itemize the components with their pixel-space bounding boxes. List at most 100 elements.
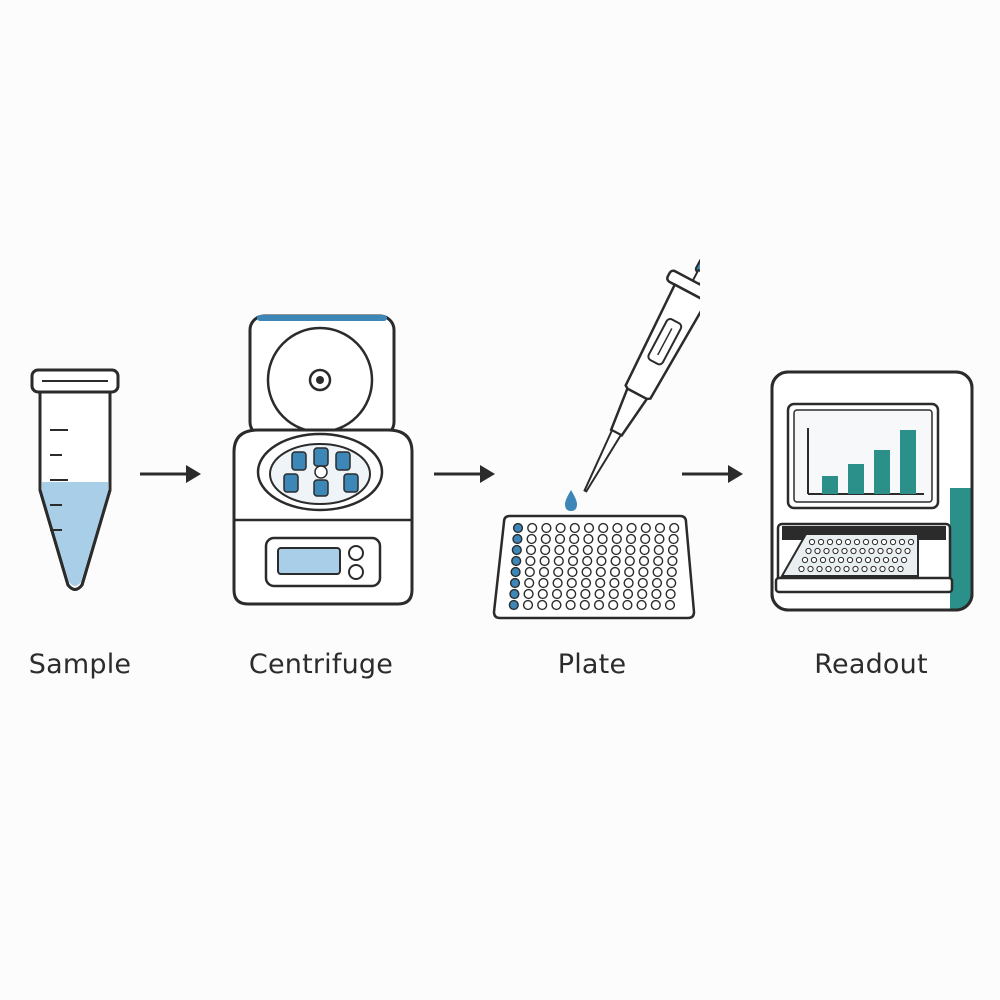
centrifuge-icon: [232, 314, 414, 606]
reader-well: [886, 547, 893, 555]
well: [611, 533, 622, 545]
reader-well: [870, 565, 877, 573]
reader-well: [841, 547, 848, 555]
reader-well: [898, 538, 906, 546]
reader-well: [873, 556, 881, 564]
reader-well: [852, 565, 859, 573]
well: [580, 577, 592, 589]
step-label-readout: Readout: [814, 649, 928, 680]
well: [537, 599, 548, 611]
sample-tube-icon: [30, 368, 120, 591]
chart-bar-2: [848, 464, 864, 494]
reader-well: [882, 556, 890, 564]
well: [595, 566, 606, 578]
reader-well: [891, 556, 899, 564]
well: [666, 566, 677, 578]
arrow-right-icon: [434, 465, 495, 483]
well: [508, 599, 519, 611]
well: [653, 555, 664, 567]
well: [511, 544, 522, 556]
chart-bar-4: [900, 430, 916, 494]
well: [567, 566, 578, 578]
pipette-and-well-plate-icon: [492, 258, 700, 620]
well: [525, 544, 537, 556]
well: [511, 555, 522, 567]
reader-well: [859, 547, 866, 555]
reader-well: [816, 565, 823, 573]
step-label-plate: Plate: [557, 649, 627, 680]
well: [553, 555, 564, 567]
well: [597, 533, 608, 545]
well: [526, 533, 537, 545]
well: [568, 544, 579, 556]
well: [553, 566, 564, 578]
well: [555, 522, 566, 534]
well: [539, 555, 550, 567]
reader-well: [868, 547, 875, 555]
well: [650, 599, 661, 611]
reader-well: [810, 556, 818, 564]
reader-well: [853, 538, 861, 546]
well: [611, 544, 622, 556]
well: [541, 522, 552, 534]
well: [652, 566, 663, 578]
well: [551, 588, 563, 600]
reader-well: [835, 538, 843, 546]
well: [583, 522, 595, 534]
well: [579, 599, 590, 611]
well: [593, 599, 605, 611]
well: [653, 544, 664, 556]
well: [609, 566, 621, 578]
reader-well: [801, 556, 809, 564]
well: [667, 544, 679, 556]
well: [626, 522, 637, 534]
reader-well: [843, 565, 850, 573]
well: [580, 588, 591, 600]
well: [637, 588, 648, 600]
well: [669, 522, 680, 534]
well: [624, 555, 635, 567]
well: [624, 566, 635, 578]
reader-well: [798, 565, 805, 573]
well: [569, 522, 580, 534]
reader-well: [855, 556, 863, 564]
well: [509, 577, 521, 589]
well: [637, 577, 648, 589]
reader-well: [904, 547, 911, 555]
well: [640, 533, 651, 545]
well: [567, 555, 579, 567]
reader-well: [864, 556, 872, 564]
reader-well: [826, 538, 834, 546]
well: [667, 555, 678, 567]
well: [510, 566, 521, 578]
reader-well: [817, 538, 825, 546]
well: [551, 599, 562, 611]
well: [524, 566, 535, 578]
well: [639, 544, 650, 556]
well: [594, 588, 605, 600]
well-plate: [492, 514, 696, 620]
well: [595, 577, 606, 589]
well: [566, 577, 577, 589]
well: [538, 566, 550, 578]
well: [565, 599, 576, 611]
well: [512, 522, 524, 534]
reader-well: [900, 556, 908, 564]
well: [640, 522, 651, 534]
well: [651, 588, 662, 600]
well: [651, 577, 663, 589]
well: [525, 555, 536, 567]
well: [582, 544, 593, 556]
reader-well: [907, 538, 915, 546]
well: [538, 577, 549, 589]
well: [554, 533, 566, 545]
well: [636, 599, 647, 611]
step-label-sample: Sample: [28, 649, 132, 680]
reader-well: [846, 556, 854, 564]
reader-well: [834, 565, 841, 573]
reader-well: [832, 547, 839, 555]
reader-well: [844, 538, 852, 546]
well: [512, 533, 523, 545]
arrow-right-icon: [140, 465, 201, 483]
